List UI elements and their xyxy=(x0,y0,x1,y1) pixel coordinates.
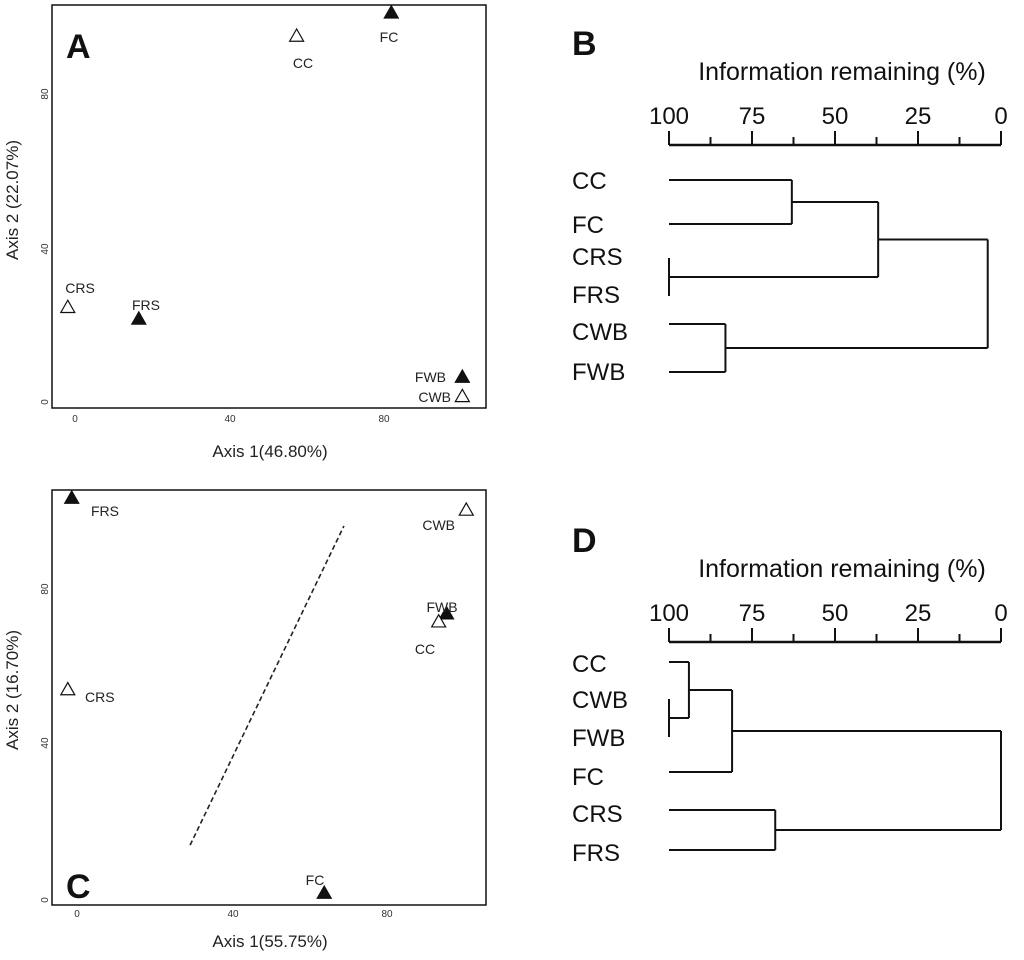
scatter-panel-c: C 0 40 80 0 40 80 Axis 1(55.75%) Axis 2 … xyxy=(3,489,487,951)
y-tick-label: 0 xyxy=(40,399,51,405)
point-label-fc: FC xyxy=(380,29,399,45)
y-tick-label: 80 xyxy=(40,583,51,595)
point-marker-cc xyxy=(288,27,305,42)
point-marker-frs xyxy=(63,489,80,504)
point-marker-fwb xyxy=(454,368,471,383)
scale-tick-label: 50 xyxy=(822,600,849,627)
x-tick-label: 40 xyxy=(227,909,239,920)
x-tick-labels-c: 0 40 80 xyxy=(74,909,393,920)
point-labels-c: FRS CRS CWB FWB CC FC xyxy=(85,503,458,888)
leaf-label-fwb: FWB xyxy=(572,725,625,752)
scale-tick-label: 25 xyxy=(905,103,932,130)
dendrogram-title-d: Information remaining (%) xyxy=(698,555,986,583)
leaf-label-fc: FC xyxy=(572,764,604,791)
scatter-panel-a: A 0 40 80 0 40 80 Axis 1(46.80%) Axis 2 … xyxy=(3,4,487,461)
point-marker-crs xyxy=(59,681,76,696)
point-markers-a xyxy=(59,4,471,403)
point-marker-frs xyxy=(130,310,147,325)
x-tick-label: 0 xyxy=(72,414,78,425)
point-marker-cc xyxy=(430,613,447,628)
scale-tick-label: 0 xyxy=(994,103,1007,130)
y-tick-label: 40 xyxy=(40,243,51,255)
y-tick-labels-c: 0 40 80 xyxy=(40,583,51,903)
point-labels-a: CC FC CRS FRS FWB CWB xyxy=(65,29,451,405)
leaf-label-fc: FC xyxy=(572,212,604,239)
scale-tick-label: 75 xyxy=(739,103,766,130)
leaf-label-crs: CRS xyxy=(572,801,623,828)
scale-bar-b xyxy=(668,131,1002,147)
leaf-label-frs: FRS xyxy=(572,840,620,867)
scale-tick-labels-b: 100 75 50 25 0 xyxy=(649,103,1008,130)
point-label-crs: CRS xyxy=(65,280,95,296)
point-label-frs: FRS xyxy=(132,297,160,313)
plot-frame-c xyxy=(51,489,487,906)
panel-letter-c: C xyxy=(66,868,91,906)
scale-tick-label: 25 xyxy=(905,600,932,627)
point-markers-c xyxy=(59,489,475,899)
point-marker-cwb xyxy=(454,388,471,403)
point-label-fwb: FWB xyxy=(415,369,446,385)
leaf-label-fwb: FWB xyxy=(572,359,625,386)
point-marker-fc xyxy=(316,884,333,899)
leaf-label-crs: CRS xyxy=(572,244,623,271)
dendrogram-tree-b xyxy=(668,179,989,373)
leaf-label-frs: FRS xyxy=(572,282,620,309)
point-marker-fc xyxy=(383,4,400,19)
leaf-label-cwb: CWB xyxy=(572,319,628,346)
scale-tick-label: 50 xyxy=(822,103,849,130)
point-label-frs: FRS xyxy=(91,503,119,519)
point-label-cc: CC xyxy=(415,641,435,657)
point-marker-fwb xyxy=(438,605,455,620)
point-label-cwb: CWB xyxy=(418,389,451,405)
x-tick-label: 80 xyxy=(381,909,393,920)
scale-tick-label: 75 xyxy=(739,600,766,627)
y-tick-labels-a: 0 40 80 xyxy=(40,88,51,405)
point-label-fwb: FWB xyxy=(426,599,457,615)
panel-letter-b: B xyxy=(572,25,597,63)
point-label-fc: FC xyxy=(306,872,325,888)
point-label-cc: CC xyxy=(293,55,313,71)
scale-tick-label: 100 xyxy=(649,103,689,130)
scale-bar-d xyxy=(668,628,1002,644)
x-axis-label-a: Axis 1(46.80%) xyxy=(212,442,327,461)
point-label-crs: CRS xyxy=(85,689,115,705)
y-tick-label: 0 xyxy=(40,897,51,903)
y-tick-label: 40 xyxy=(40,737,51,749)
dendrogram-title-b: Information remaining (%) xyxy=(698,58,986,86)
dashed-separator-line xyxy=(189,525,345,846)
leaf-label-cc: CC xyxy=(572,651,607,678)
x-axis-label-c: Axis 1(55.75%) xyxy=(212,932,327,951)
scale-tick-label: 0 xyxy=(994,600,1007,627)
leaf-labels-d: CC CWB FWB FC CRS FRS xyxy=(572,651,628,867)
dendrogram-tree-d xyxy=(668,661,1002,851)
leaf-labels-b: CC FC CRS FRS CWB FWB xyxy=(572,168,628,386)
scale-tick-label: 100 xyxy=(649,600,689,627)
x-tick-label: 0 xyxy=(74,909,80,920)
y-tick-label: 80 xyxy=(40,88,51,100)
point-label-cwb: CWB xyxy=(422,517,455,533)
x-tick-labels-a: 0 40 80 xyxy=(72,414,390,425)
leaf-label-cc: CC xyxy=(572,168,607,195)
point-marker-crs xyxy=(59,299,76,314)
scale-tick-labels-d: 100 75 50 25 0 xyxy=(649,600,1008,627)
y-axis-label-a: Axis 2 (22.07%) xyxy=(3,140,22,260)
plot-frame-a xyxy=(51,4,487,409)
panel-letter-d: D xyxy=(572,522,597,560)
point-marker-cwb xyxy=(458,501,475,516)
x-tick-label: 80 xyxy=(378,414,390,425)
y-axis-label-c: Axis 2 (16.70%) xyxy=(3,630,22,750)
panel-letter-a: A xyxy=(66,28,91,66)
x-tick-label: 40 xyxy=(224,414,236,425)
leaf-label-cwb: CWB xyxy=(572,687,628,714)
dendrogram-panel-b: B Information remaining (%) 100 75 50 25… xyxy=(572,25,1008,386)
dendrogram-panel-d: D Information remaining (%) 100 75 50 25… xyxy=(572,522,1008,867)
